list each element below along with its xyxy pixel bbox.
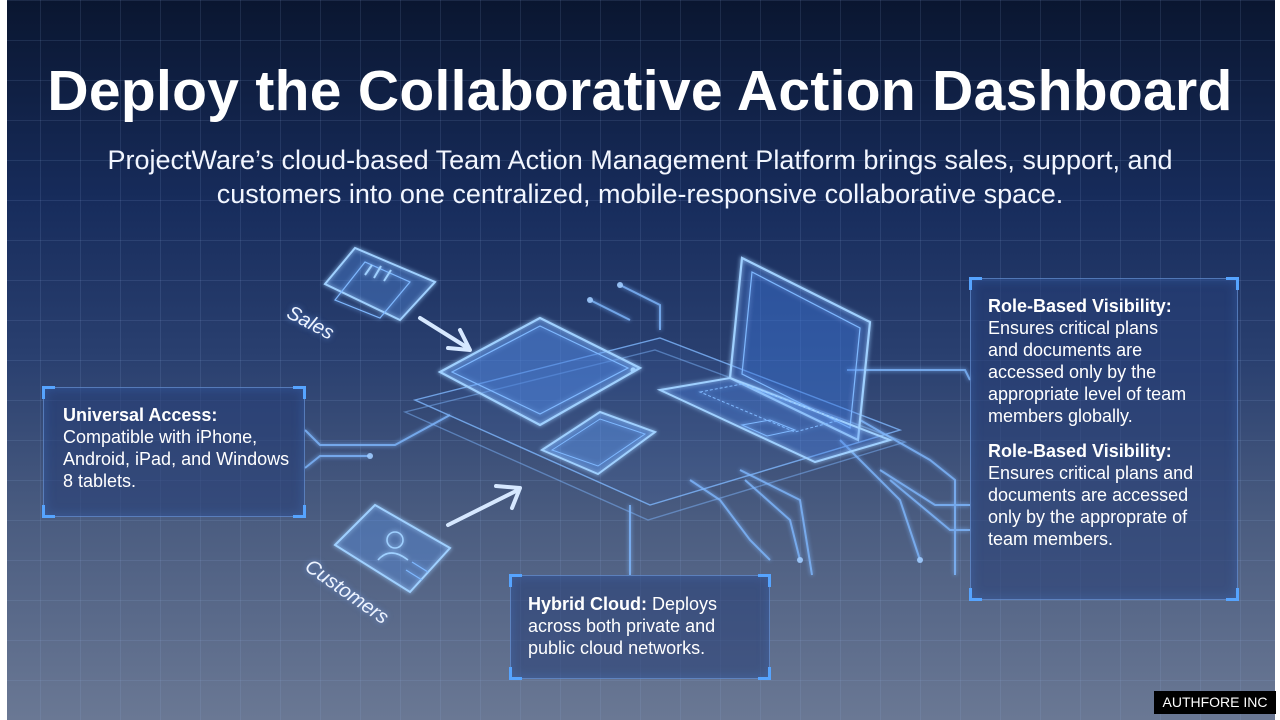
role-visibility-body-2: Ensures critical plans and documents are… (988, 463, 1194, 549)
universal-access-body: Compatible with iPhone, Android, iPad, a… (63, 427, 290, 491)
arrow-icon (418, 316, 472, 352)
role-visibility-block-2: Role-Based Visibility: Ensures critical … (988, 440, 1226, 550)
customer-document-icon (333, 503, 452, 594)
corner-bracket (293, 386, 306, 399)
role-based-visibility-callout: Role-Based Visibility: Ensures critical … (969, 277, 1239, 601)
hybrid-cloud-heading: Hybrid Cloud: (528, 594, 647, 614)
role-visibility-heading-2: Role-Based Visibility: (988, 441, 1172, 461)
role-visibility-heading-1: Role-Based Visibility: (988, 296, 1172, 316)
tablet-icon (437, 316, 643, 427)
corner-bracket (509, 667, 522, 680)
circuit-traces (304, 284, 971, 576)
arrow-icon (446, 484, 522, 527)
universal-access-callout: Universal Access: Compatible with iPhone… (42, 386, 306, 518)
hybrid-cloud-text: Hybrid Cloud: Deploys across both privat… (528, 593, 764, 659)
corner-bracket (293, 505, 306, 518)
smartphone-icon (539, 410, 658, 476)
hybrid-cloud-body: Deploys across both private and public c… (528, 594, 718, 658)
corner-bracket (509, 574, 522, 587)
corner-bracket (42, 505, 55, 518)
corner-bracket (969, 277, 982, 290)
corner-bracket (1226, 277, 1239, 290)
sales-report-icon (323, 246, 437, 322)
role-visibility-body-1: Ensures critical plans and documents are… (988, 318, 1187, 426)
circuit-nodes (367, 282, 923, 563)
corner-bracket (758, 574, 771, 587)
corner-bracket (42, 386, 55, 399)
role-visibility-block-1: Role-Based Visibility: Ensures critical … (988, 295, 1188, 427)
corner-bracket (1226, 588, 1239, 601)
corner-bracket (758, 667, 771, 680)
page-subtitle: ProjectWare’s cloud-based Team Action Ma… (107, 145, 1173, 209)
universal-access-text: Universal Access: Compatible with iPhone… (63, 404, 303, 492)
corner-bracket (969, 588, 982, 601)
page-title: Deploy the Collaborative Action Dashboar… (47, 59, 1233, 123)
left-frame-border (0, 0, 7, 720)
hybrid-cloud-callout: Hybrid Cloud: Deploys across both privat… (509, 574, 771, 680)
watermark-badge: AUTHFORE INC (1154, 691, 1276, 714)
universal-access-heading: Universal Access: (63, 405, 218, 425)
laptop-icon (656, 256, 894, 464)
right-frame-border (1275, 0, 1280, 720)
